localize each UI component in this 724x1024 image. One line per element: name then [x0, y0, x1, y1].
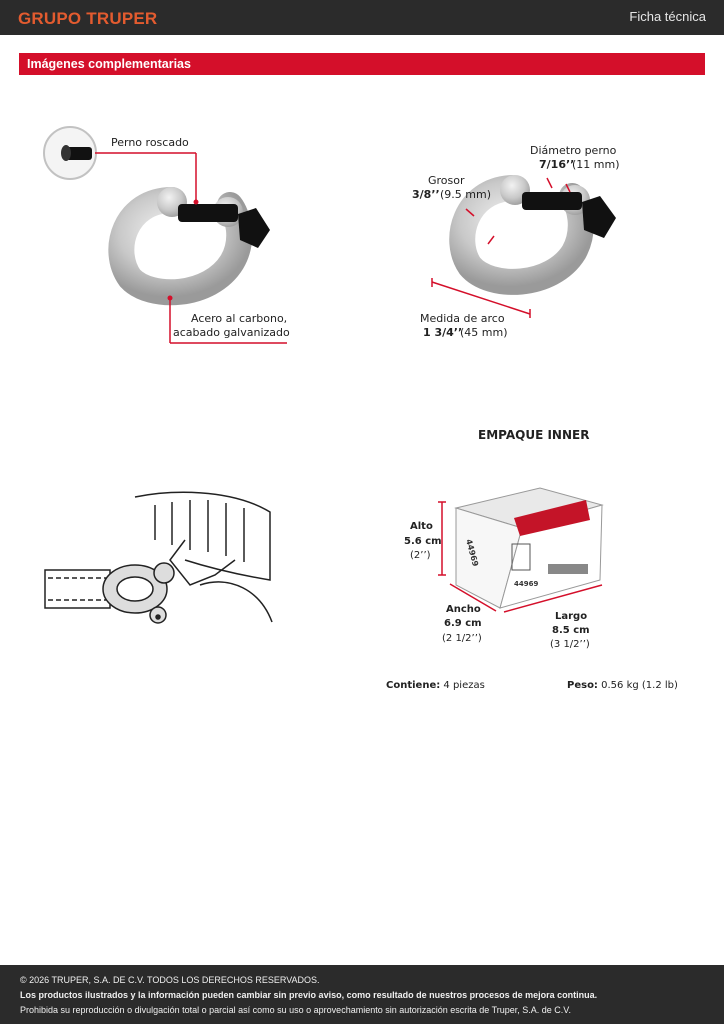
dim-alto-in: (2’’) [410, 550, 431, 561]
dim-arco-mm: (45 mm) [460, 326, 508, 339]
dim-arco-value: 1 3/4’’ [423, 326, 463, 339]
peso-label: Peso: [567, 680, 598, 691]
dim-diametro-mm: (11 mm) [572, 158, 620, 171]
section-title: Imágenes complementarias [27, 57, 191, 71]
dim-diametro-label: Diámetro perno [530, 144, 617, 157]
header-bar: GRUPO TRUPER Ficha técnica [0, 0, 724, 35]
shackle-dimensions-image [431, 175, 616, 318]
footer-copyright: © 2026 TRUPER, S.A. DE C.V. TODOS LOS DE… [20, 975, 320, 985]
callout-perno-roscado: Perno roscado [111, 136, 189, 149]
dim-diametro-value: 7/16’’ [539, 158, 575, 171]
callout-material-line2: acabado galvanizado [173, 326, 290, 339]
callout-material-line1: Acero al carbono, [191, 312, 288, 325]
dim-largo-label: Largo [555, 611, 588, 622]
package-title: EMPAQUE INNER [478, 428, 590, 442]
dim-ancho-cm: 6.9 cm [444, 618, 482, 629]
contiene-value: 4 piezas [443, 680, 485, 691]
dim-alto-cm: 5.6 cm [404, 536, 442, 547]
zoom-bolt-icon [66, 147, 92, 160]
bolt-pin [178, 204, 238, 222]
dim-grosor-mm: (9.5 mm) [440, 188, 492, 201]
package-box-image: 44969 44969 [438, 487, 604, 613]
usage-illustration [44, 491, 273, 624]
footer-legal: Prohibida su reproducción o divulgación … [20, 1005, 571, 1015]
dim-alto-label: Alto [410, 521, 433, 532]
brand-logo: GRUPO TRUPER [18, 9, 157, 29]
document-type: Ficha técnica [629, 9, 706, 24]
contiene-label: Contiene: [386, 680, 441, 691]
shackle-left-image [43, 126, 287, 344]
dim-largo-cm: 8.5 cm [552, 625, 590, 636]
brand-name-part2: TRUPER [86, 9, 158, 28]
box-code-front: 44969 [514, 580, 538, 588]
dim-ancho-label: Ancho [446, 604, 481, 615]
peso-value: 0.56 kg (1.2 lb) [601, 680, 678, 691]
section-header: Imágenes complementarias [19, 53, 705, 75]
footer-notice: Los productos ilustrados y la informació… [20, 990, 598, 1000]
bolt-head [238, 208, 270, 248]
dim-largo-in: (3 1/2’’) [550, 639, 590, 650]
dim-ancho-in: (2 1/2’’) [442, 633, 482, 644]
shackle-body [108, 187, 253, 306]
dim-grosor-label: Grosor [428, 174, 465, 187]
peso-info: Peso: 0.56 kg (1.2 lb) [567, 679, 678, 693]
brand-name-part1: GRUPO [18, 9, 82, 28]
dim-grosor-value: 3/8’’ [412, 188, 440, 201]
dim-arco-label: Medida de arco [420, 312, 505, 325]
contiene-info: Contiene: 4 piezas [386, 679, 485, 693]
footer: © 2026 TRUPER, S.A. DE C.V. TODOS LOS DE… [0, 965, 724, 1024]
